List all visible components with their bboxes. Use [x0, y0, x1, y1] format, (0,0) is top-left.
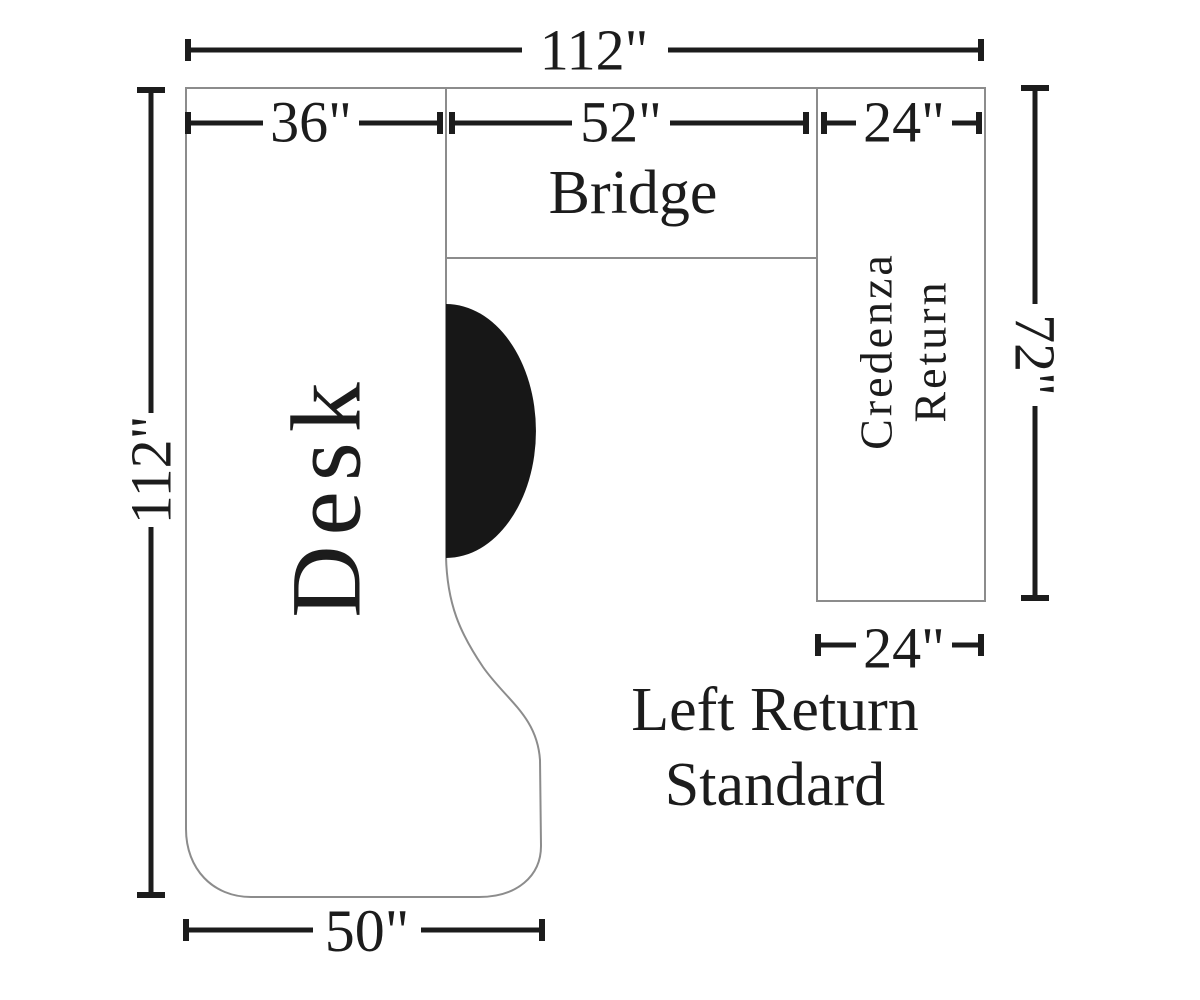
caption-line2: Standard [665, 751, 885, 819]
credenza-top-width-dimension: 24" [821, 90, 982, 155]
credenza-bottom-width-dimension: 24" [815, 616, 984, 681]
desk-top-width-dimension: 36" [185, 90, 443, 155]
desk-bottom-width-dimension: 50" [183, 898, 545, 964]
credenza-depth-dimension: 72" [1003, 85, 1068, 601]
furniture-outlines [185, 87, 986, 898]
desk-outline [185, 87, 543, 898]
credenza-label-line1: Credenza [851, 252, 902, 450]
overall-depth-dimension: 112" [119, 87, 184, 898]
desk-top-width-value: 36" [270, 90, 352, 155]
overall-width-value: 112" [540, 18, 649, 83]
credenza-top-width-value: 24" [863, 90, 945, 155]
chair-cutout-half-ellipse [446, 304, 536, 558]
desk-bottom-width-value: 50" [325, 898, 410, 964]
credenza-depth-value: 72" [1003, 314, 1068, 396]
overall-depth-value: 112" [119, 416, 184, 525]
overall-width-dimension: 112" [185, 18, 984, 83]
desk-label: Desk [271, 372, 382, 618]
credenza-label: Credenza Return [851, 252, 956, 450]
bridge-width-value: 52" [580, 90, 662, 155]
credenza-outline [816, 87, 986, 602]
credenza-bottom-width-value: 24" [863, 616, 945, 681]
credenza-label-line2: Return [905, 279, 956, 422]
bridge-label: Bridge [549, 159, 718, 227]
diagram-caption: Left Return Standard [631, 676, 919, 819]
bridge-width-dimension: 52" [449, 90, 809, 155]
caption-line1: Left Return [631, 676, 919, 744]
